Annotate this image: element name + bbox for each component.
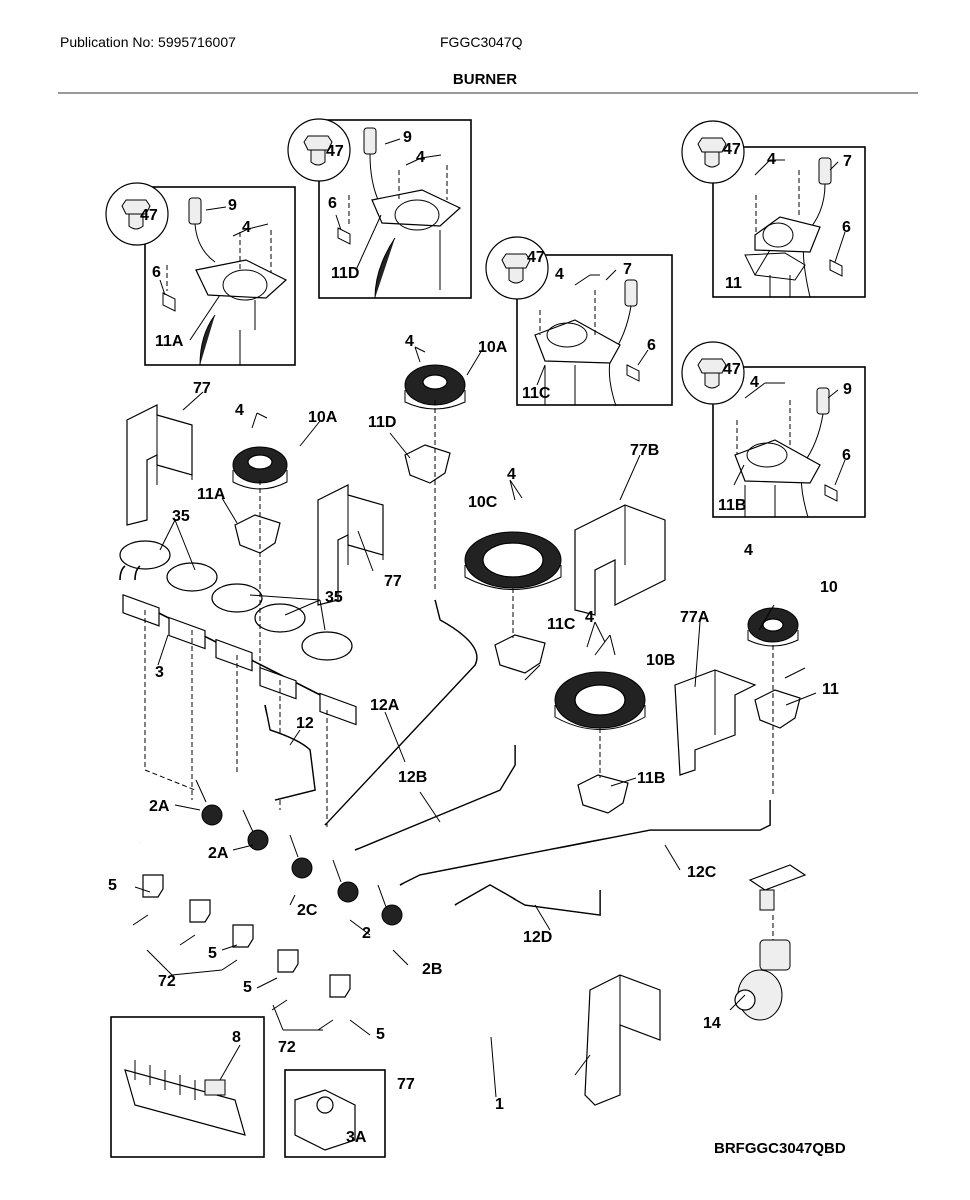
callout-6: 6 <box>842 219 851 236</box>
callout-5: 5 <box>208 945 217 962</box>
callout-11c: 11C <box>547 616 576 633</box>
pressure-regulator-14 <box>734 915 791 1021</box>
callout-47: 47 <box>140 207 158 224</box>
callout-4: 4 <box>242 219 251 236</box>
callout-77: 77 <box>397 1076 415 1093</box>
callout-8: 8 <box>232 1029 241 1046</box>
callout-4: 4 <box>416 149 425 166</box>
callout-11d: 11D <box>368 414 397 431</box>
callout-10b: 10B <box>646 652 676 669</box>
burner-base-10 <box>747 607 799 647</box>
callout-47: 47 <box>723 361 741 378</box>
callout-12d: 12D <box>523 929 553 946</box>
callout-4: 4 <box>507 466 516 483</box>
callout-11: 11 <box>822 681 839 698</box>
callout-6: 6 <box>328 195 337 212</box>
callout-3a: 3A <box>346 1129 367 1146</box>
spark-module-3a-inset <box>284 1069 386 1158</box>
callout-11a: 11A <box>197 486 226 503</box>
burner-base-10b <box>554 671 646 730</box>
bracket-77-left <box>126 404 193 526</box>
callout-4: 4 <box>555 266 564 283</box>
model-number: FGGC3047Q <box>440 34 523 50</box>
callout-11b: 11B <box>718 497 747 514</box>
inset-burner-center <box>485 236 673 407</box>
diagram-code: BRFGGC3047QBD <box>714 1140 846 1157</box>
callout-4: 4 <box>744 542 753 559</box>
bracket-77b <box>574 504 666 616</box>
bracket-77-center <box>317 484 384 606</box>
manifold-pipe-1 <box>138 839 807 1036</box>
callout-9: 9 <box>403 129 412 146</box>
callout-5: 5 <box>108 877 117 894</box>
callout-10a: 10A <box>308 409 338 426</box>
callout-12a: 12A <box>370 697 400 714</box>
leader-lines <box>134 138 846 1098</box>
callout-9: 9 <box>228 197 237 214</box>
callout-47: 47 <box>326 143 344 160</box>
callout-2a: 2A <box>149 798 170 815</box>
igniter-harness-3 <box>119 565 357 726</box>
page-title: BURNER <box>452 71 518 88</box>
callout-11d: 11D <box>331 265 360 282</box>
burner-base-10c <box>464 531 562 590</box>
burner-heads <box>234 444 801 814</box>
callout-10c: 10C <box>468 494 498 511</box>
callout-47: 47 <box>723 141 741 158</box>
callout-4: 4 <box>767 151 776 168</box>
callout-77b: 77B <box>630 442 660 459</box>
callout-4: 4 <box>235 402 244 419</box>
callout-7: 7 <box>623 261 632 278</box>
callout-12c: 12C <box>687 864 717 881</box>
callout-72: 72 <box>278 1039 296 1056</box>
callout-9: 9 <box>843 381 852 398</box>
inset-burner-right-front <box>681 341 866 518</box>
burner-base-10a-left <box>232 446 288 490</box>
inset-burner-right-rear <box>681 120 866 298</box>
callout-12b: 12B <box>398 769 428 786</box>
callout-77a: 77A <box>680 609 710 626</box>
callout-4: 4 <box>750 374 759 391</box>
callout-11a: 11A <box>155 333 184 350</box>
callout-11: 11 <box>725 275 742 292</box>
bracket-77-bottom <box>584 974 661 1106</box>
inset-burner-left-front <box>287 118 472 299</box>
callout-6: 6 <box>647 337 656 354</box>
callout-77: 77 <box>193 380 211 397</box>
callout-77: 77 <box>384 573 402 590</box>
callout-4: 4 <box>585 609 594 626</box>
inset-burner-left-rear <box>105 182 296 366</box>
bracket-77a <box>674 669 757 776</box>
header-divider <box>58 92 918 94</box>
publication-number: Publication No: 5995716007 <box>60 34 236 50</box>
igniter-covers-35 <box>119 540 353 661</box>
callout-4: 4 <box>405 333 414 350</box>
callout-72: 72 <box>158 973 176 990</box>
callout-6: 6 <box>152 264 161 281</box>
callout-47: 47 <box>527 249 545 266</box>
callout-2: 2 <box>362 925 371 942</box>
callout-10a: 10A <box>478 339 508 356</box>
callout-2a: 2A <box>208 845 229 862</box>
callout-2b: 2B <box>422 961 443 978</box>
callout-5: 5 <box>243 979 252 996</box>
gas-tubes <box>264 599 771 916</box>
callout-1: 1 <box>495 1096 504 1113</box>
spark-module-8-inset <box>110 1016 265 1158</box>
clips-and-screws <box>132 874 351 1031</box>
callout-5: 5 <box>376 1026 385 1043</box>
callout-7: 7 <box>843 153 852 170</box>
callout-10: 10 <box>820 579 838 596</box>
callout-14: 14 <box>703 1015 721 1032</box>
callout-11c: 11C <box>522 385 551 402</box>
callout-2c: 2C <box>297 902 318 919</box>
burner-base-10a-center <box>404 364 466 410</box>
callout-12: 12 <box>296 715 314 732</box>
callout-35: 35 <box>172 508 190 525</box>
callout-35: 35 <box>325 589 343 606</box>
callout-3: 3 <box>155 664 164 681</box>
callout-11b: 11B <box>637 770 666 787</box>
callout-6: 6 <box>842 447 851 464</box>
